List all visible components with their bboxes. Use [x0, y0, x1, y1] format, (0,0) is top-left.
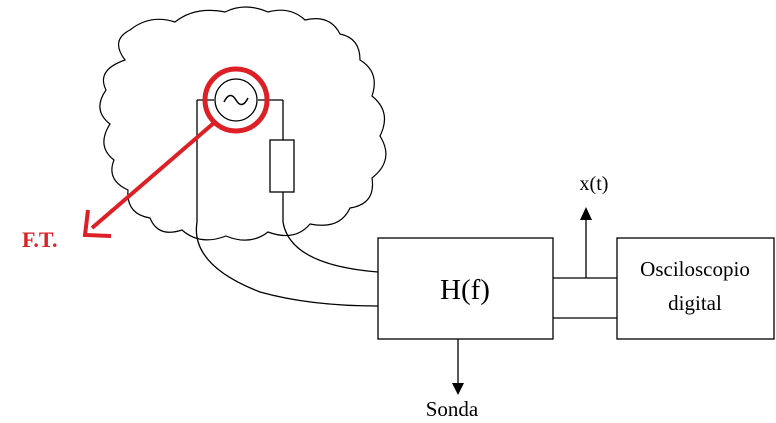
probe-lead-right: [282, 221, 379, 273]
oscilloscope-label-line1: Osciloscopio: [640, 257, 750, 281]
filter-label: H(f): [440, 274, 490, 306]
ft-arrow-head: [82, 209, 112, 238]
highlight-circle: [202, 66, 270, 134]
oscilloscope-label-line2: digital: [668, 291, 722, 315]
probe-arrow-head: [452, 383, 464, 395]
filter-block: [377, 237, 554, 340]
ft-arrow-line: [90, 120, 217, 230]
probe-lead-left: [195, 221, 379, 307]
signal-label: x(t): [580, 173, 609, 195]
ft-label: F.T.: [22, 227, 57, 252]
oscilloscope-block: [616, 237, 775, 340]
probe-label: Sonda: [426, 397, 479, 421]
resistor: [269, 139, 295, 193]
sine-wave-icon: [223, 94, 249, 106]
cloud-outline: [99, 6, 387, 241]
signal-arrow-head: [580, 207, 592, 220]
